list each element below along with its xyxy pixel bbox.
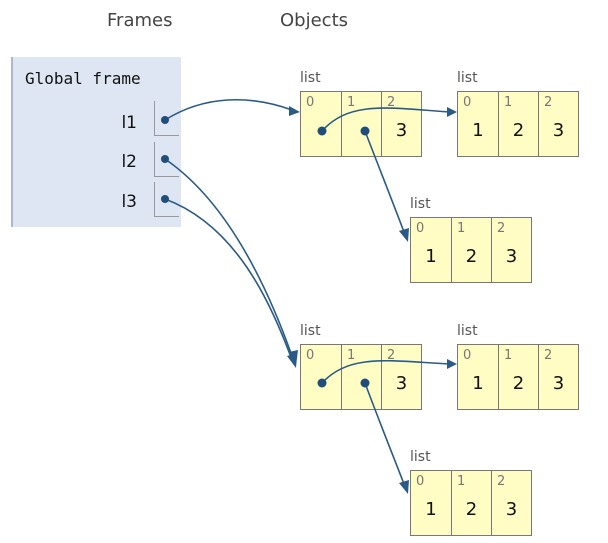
variable-slot-l2: [154, 142, 179, 177]
cell-value: 1: [425, 499, 437, 520]
arrowhead-icon: [289, 350, 298, 366]
cell-index: 2: [544, 95, 553, 110]
cell-index: 1: [457, 474, 466, 489]
pointer-l3-arrow: [164, 198, 293, 361]
arrowhead-icon: [447, 359, 457, 369]
variable-name-l1: l1: [121, 113, 137, 133]
global-frame: Global frame l1 l2 l3: [11, 57, 181, 227]
cell-index: 0: [416, 221, 425, 236]
cell-value: 2: [512, 373, 525, 394]
list-cell: 1: [341, 345, 381, 409]
cell-index: 1: [504, 95, 513, 110]
list-label: list: [457, 323, 478, 339]
variable-name-l2: l2: [121, 152, 137, 172]
pointer-l2-arrow: [164, 158, 293, 357]
list-label: list: [457, 70, 478, 86]
objects-heading: Objects: [280, 10, 349, 31]
cell-index: 1: [504, 348, 513, 363]
arrowhead-icon: [399, 228, 409, 242]
variable-slot-l3: [154, 182, 179, 217]
cell-index: 2: [544, 348, 553, 363]
cell-index: 2: [497, 474, 506, 489]
cell-index: 1: [457, 221, 466, 236]
variable-name-l3: l3: [121, 192, 137, 212]
list-cell: 1: [341, 92, 381, 156]
cell-index: 2: [387, 95, 396, 110]
list-cell: 0: [301, 345, 341, 409]
cell-value: 1: [425, 246, 437, 267]
cell-index: 0: [463, 348, 472, 363]
cell-value: 3: [552, 373, 565, 394]
cell-index: 2: [497, 221, 506, 236]
cell-index: 0: [416, 474, 425, 489]
cell-value: 2: [465, 499, 478, 520]
list-label: list: [300, 70, 321, 86]
cell-value: 3: [552, 120, 565, 141]
arrowhead-icon: [287, 353, 297, 368]
cell-value: 2: [465, 246, 478, 267]
list-label: list: [300, 323, 321, 339]
list-label: list: [410, 196, 431, 212]
cell-value: 1: [472, 120, 484, 141]
list-label: list: [410, 449, 431, 465]
frame-title: Global frame: [25, 69, 141, 88]
cell-value: 3: [395, 373, 408, 394]
cell-index: 0: [463, 95, 472, 110]
cell-value: 3: [505, 246, 518, 267]
cell-index: 1: [347, 95, 356, 110]
arrowhead-icon: [399, 480, 409, 494]
cell-value: 3: [395, 120, 408, 141]
pointer-l1-arrow: [164, 98, 293, 121]
cell-index: 1: [347, 348, 356, 363]
arrowhead-icon: [289, 106, 300, 116]
cell-index: 0: [306, 95, 315, 110]
cell-index: 0: [306, 348, 315, 363]
list-cell: 0: [301, 92, 341, 156]
cell-value: 1: [472, 373, 484, 394]
arrowhead-icon: [447, 107, 457, 117]
cell-value: 3: [505, 499, 518, 520]
cell-index: 2: [387, 348, 396, 363]
frames-heading: Frames: [107, 10, 173, 31]
variable-slot-l1: [154, 101, 179, 136]
cell-value: 2: [512, 120, 525, 141]
